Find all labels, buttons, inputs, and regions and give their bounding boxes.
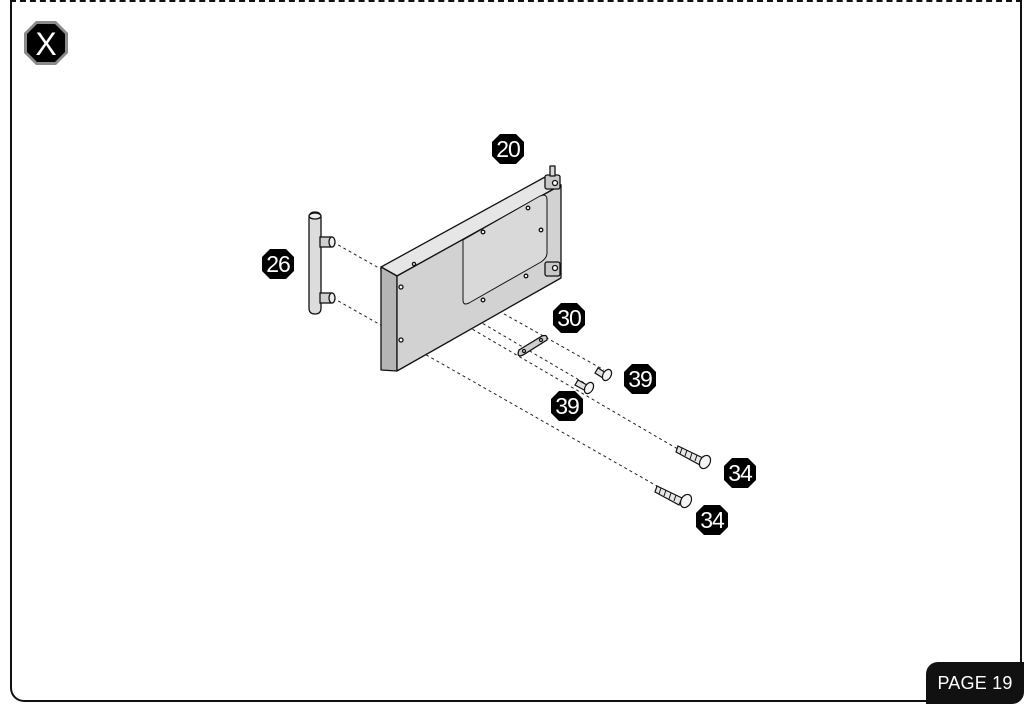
- screw-thread-lines: [679, 447, 698, 462]
- screw-thread: [675, 445, 704, 466]
- screw-head: [698, 454, 712, 470]
- callout-badge: [724, 458, 756, 488]
- hinge-pin: [549, 165, 556, 177]
- step-badge: X: [23, 20, 69, 66]
- screw-thread: [654, 485, 683, 506]
- callout-label: 34: [728, 460, 753, 486]
- callout-label: 30: [557, 305, 581, 331]
- callout-badge: [262, 249, 294, 279]
- handle-post-top-end: [328, 236, 336, 248]
- short-screw-upper: [594, 367, 613, 382]
- panel-hole: [398, 337, 404, 343]
- handle-post-bottom-end: [328, 292, 336, 304]
- guide-line-handle-bottom: [332, 297, 387, 329]
- door-panel-recess: [462, 194, 548, 305]
- callout-badge: [696, 505, 728, 535]
- step-letter: X: [35, 26, 56, 62]
- callout-label: 39: [628, 366, 652, 392]
- guide-line-screw-34-lower: [399, 339, 672, 495]
- callout-39-upper: 39: [624, 364, 656, 394]
- screw-head: [601, 368, 613, 382]
- callout-20: 20: [492, 134, 524, 164]
- panel-hole: [398, 284, 404, 290]
- page-number-label: PAGE 19: [937, 672, 1013, 693]
- screw-head: [679, 493, 693, 509]
- callout-30: 30: [553, 303, 585, 333]
- callout-34-lower: 34: [696, 505, 728, 535]
- callout-badge: [624, 364, 656, 394]
- door-panel-side-edge: [380, 266, 398, 372]
- callout-26: 26: [262, 249, 294, 279]
- handle: [308, 211, 336, 315]
- panel-hole: [538, 227, 544, 233]
- hinge-top-hole: [551, 179, 559, 187]
- hinge-bottom-hole: [551, 264, 559, 272]
- callout-badge: [553, 303, 585, 333]
- panel-hole: [480, 229, 486, 235]
- step-badge-fill: [27, 24, 65, 62]
- plate-hole: [538, 337, 544, 343]
- callout-34-upper: 34: [724, 458, 756, 488]
- callout-label: 39: [555, 393, 579, 419]
- screw-head: [583, 381, 595, 395]
- callout-badge: [492, 134, 524, 164]
- panel-hole: [411, 261, 417, 267]
- callout-label: 20: [496, 136, 520, 162]
- panel-hole: [480, 297, 486, 303]
- plate: [517, 334, 548, 357]
- page-number-tab: PAGE 19: [926, 662, 1024, 704]
- plate-hole: [521, 348, 527, 354]
- guide-line-handle-top: [332, 241, 387, 273]
- long-screw-upper: [675, 445, 712, 470]
- long-screw-lower: [654, 485, 693, 509]
- callout-label: 26: [266, 251, 290, 277]
- panel-hole: [523, 273, 529, 279]
- page-frame: [10, 0, 1022, 702]
- callout-39-lower: 39: [551, 391, 583, 421]
- callout-label: 34: [700, 507, 725, 533]
- door-panel: [380, 165, 562, 372]
- handle-bar-end: [308, 212, 322, 220]
- screw-thread-lines: [658, 487, 677, 502]
- short-screw-lower: [574, 379, 595, 395]
- plate-body: [517, 334, 548, 357]
- handle-bar: [308, 211, 322, 315]
- callout-badge: [551, 391, 583, 421]
- panel-hole: [525, 205, 531, 211]
